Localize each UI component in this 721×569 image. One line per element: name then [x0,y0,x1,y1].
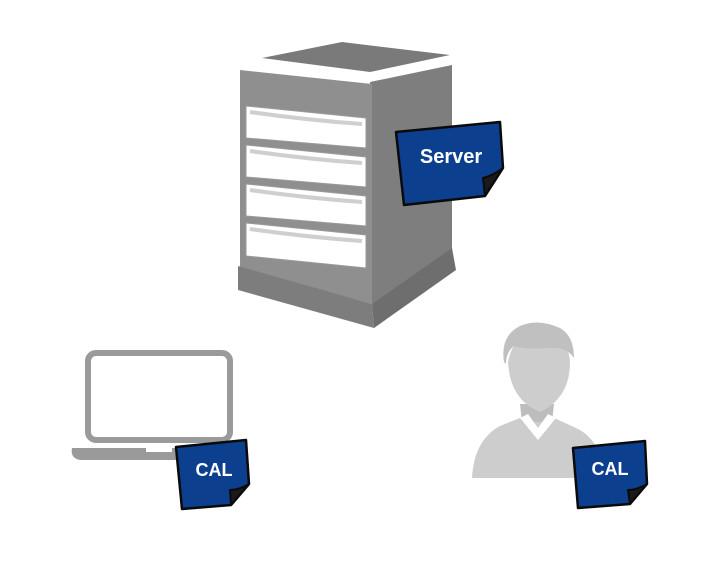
server-drive-bays [245,105,367,269]
server-tower-icon [238,42,456,328]
tag-folded-corner [229,483,250,506]
user-cal-label: CAL [592,459,629,479]
device-cal-label: CAL [196,460,233,480]
user-silhouette-icon [472,322,604,478]
tag-folded-corner [482,167,504,197]
server-tag-label: Server [420,146,482,168]
server-license-tag: Server [394,120,505,207]
user-cal-tag: CAL [571,439,649,510]
tag-folded-corner [627,483,648,505]
device-cal-tag: CAL [174,438,251,511]
